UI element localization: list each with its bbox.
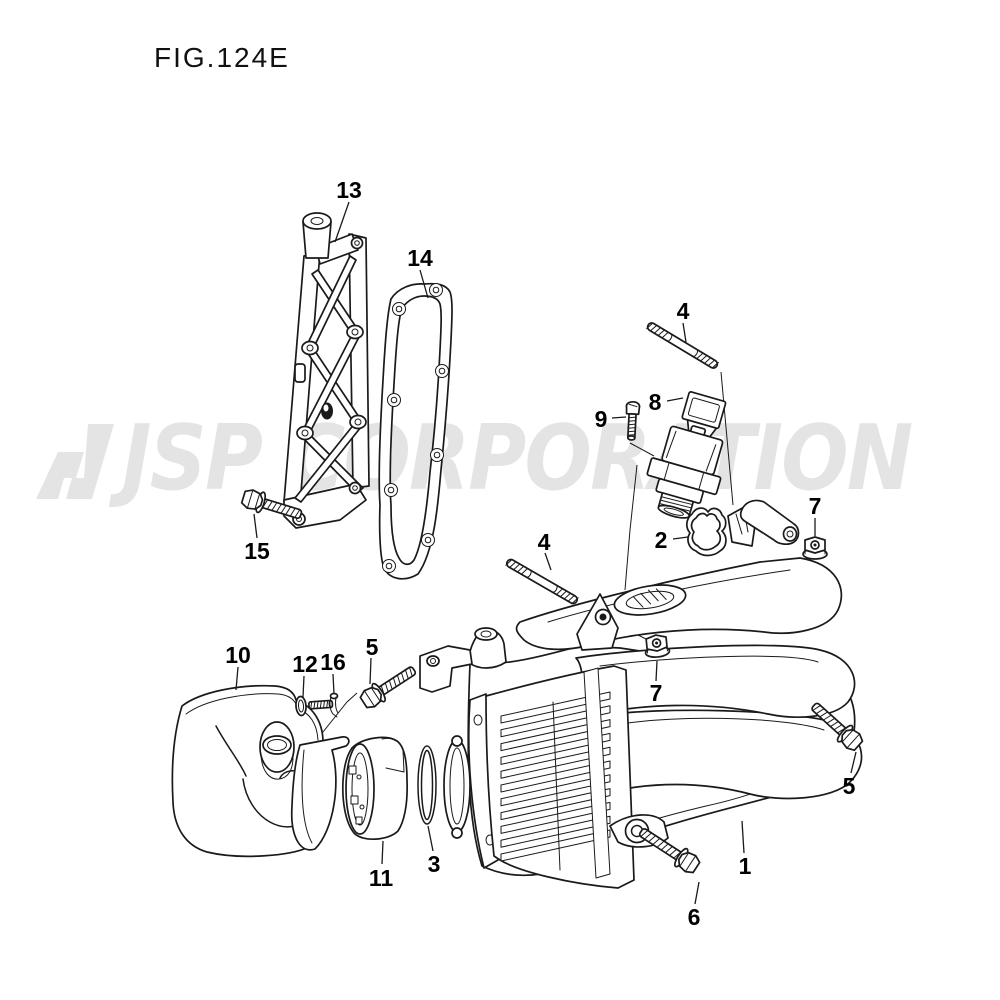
leader-lines: [235, 201, 857, 905]
part-label-3: 3: [428, 851, 441, 877]
part-13-cover-plate: [283, 212, 370, 529]
assembly-line: [624, 464, 638, 591]
intake-horn: [290, 736, 350, 851]
louver-slat: [500, 691, 611, 724]
watermark-text: JSP CORPORATION: [122, 406, 913, 511]
leader-line: [655, 660, 658, 682]
part-9-screw: [623, 400, 641, 442]
part-label-5: 5: [843, 773, 856, 799]
leader-line: [850, 751, 857, 774]
part-label-9: 9: [595, 406, 608, 432]
part-label-6: 6: [688, 904, 701, 930]
louver-slat: [500, 788, 611, 821]
part-7-nut-center: [642, 632, 671, 660]
part-14-gasket: [378, 282, 453, 580]
leader-line: [302, 675, 305, 698]
leader-line: [672, 536, 689, 540]
leader-line: [741, 820, 745, 854]
part-label-12: 12: [292, 651, 318, 677]
leader-line: [666, 397, 684, 402]
louver-slat: [500, 760, 611, 793]
leader-line: [427, 825, 434, 852]
figure-title: FIG.124E: [154, 42, 290, 73]
leader-line: [381, 840, 384, 865]
part-4-stud-bolt-upper: [645, 320, 720, 371]
part-label-13: 13: [336, 177, 362, 203]
part-2-gasket: [686, 507, 727, 557]
part-label-11: 11: [369, 865, 394, 891]
louver-slat: [500, 719, 611, 752]
louver-slat: [500, 815, 611, 848]
part-label-8: 8: [649, 389, 662, 415]
part-label-7: 7: [650, 680, 663, 706]
part-4-stud-bolt-lower: [504, 557, 580, 606]
assembly-lines: [314, 371, 734, 743]
part-11-sleeve: [341, 736, 408, 840]
part-label-14: 14: [407, 245, 433, 271]
part-3-o-ring: [417, 745, 437, 825]
assembly-line: [720, 371, 734, 506]
jsp-logo-watermark: [36, 424, 114, 499]
part-label-4: 4: [677, 298, 690, 324]
louver-slat: [500, 705, 611, 738]
part-label-16: 16: [320, 649, 346, 675]
leader-line: [419, 269, 429, 299]
leader-line: [369, 657, 372, 685]
leader-line: [332, 673, 335, 695]
part-6-bolt: [634, 821, 703, 878]
part-label-15: 15: [244, 538, 270, 564]
leader-line: [544, 552, 552, 571]
leader-line: [235, 666, 239, 691]
part-7-nut-right: [802, 536, 828, 560]
part-8-sensor-assembly: [646, 391, 727, 519]
assembly-line: [629, 442, 655, 457]
louver-slat: [500, 732, 611, 765]
assembly-line: [314, 692, 358, 743]
louver-slat: [500, 774, 611, 807]
part-label-4: 4: [538, 529, 551, 555]
part-1-intake-manifold: [419, 499, 863, 889]
louver-slat: [500, 829, 611, 862]
leader-line: [682, 322, 687, 343]
part-label-7: 7: [809, 493, 822, 519]
part-label-2: 2: [655, 527, 668, 553]
leader-line: [611, 416, 627, 419]
louver-slat: [500, 801, 611, 834]
part-5-bolt-left: [357, 660, 421, 713]
leader-line: [253, 513, 258, 539]
part-label-1: 1: [739, 853, 752, 879]
leader-line: [694, 881, 700, 905]
leader-line: [334, 201, 350, 243]
part-label-5: 5: [366, 634, 379, 660]
part-label-10: 10: [225, 642, 251, 668]
